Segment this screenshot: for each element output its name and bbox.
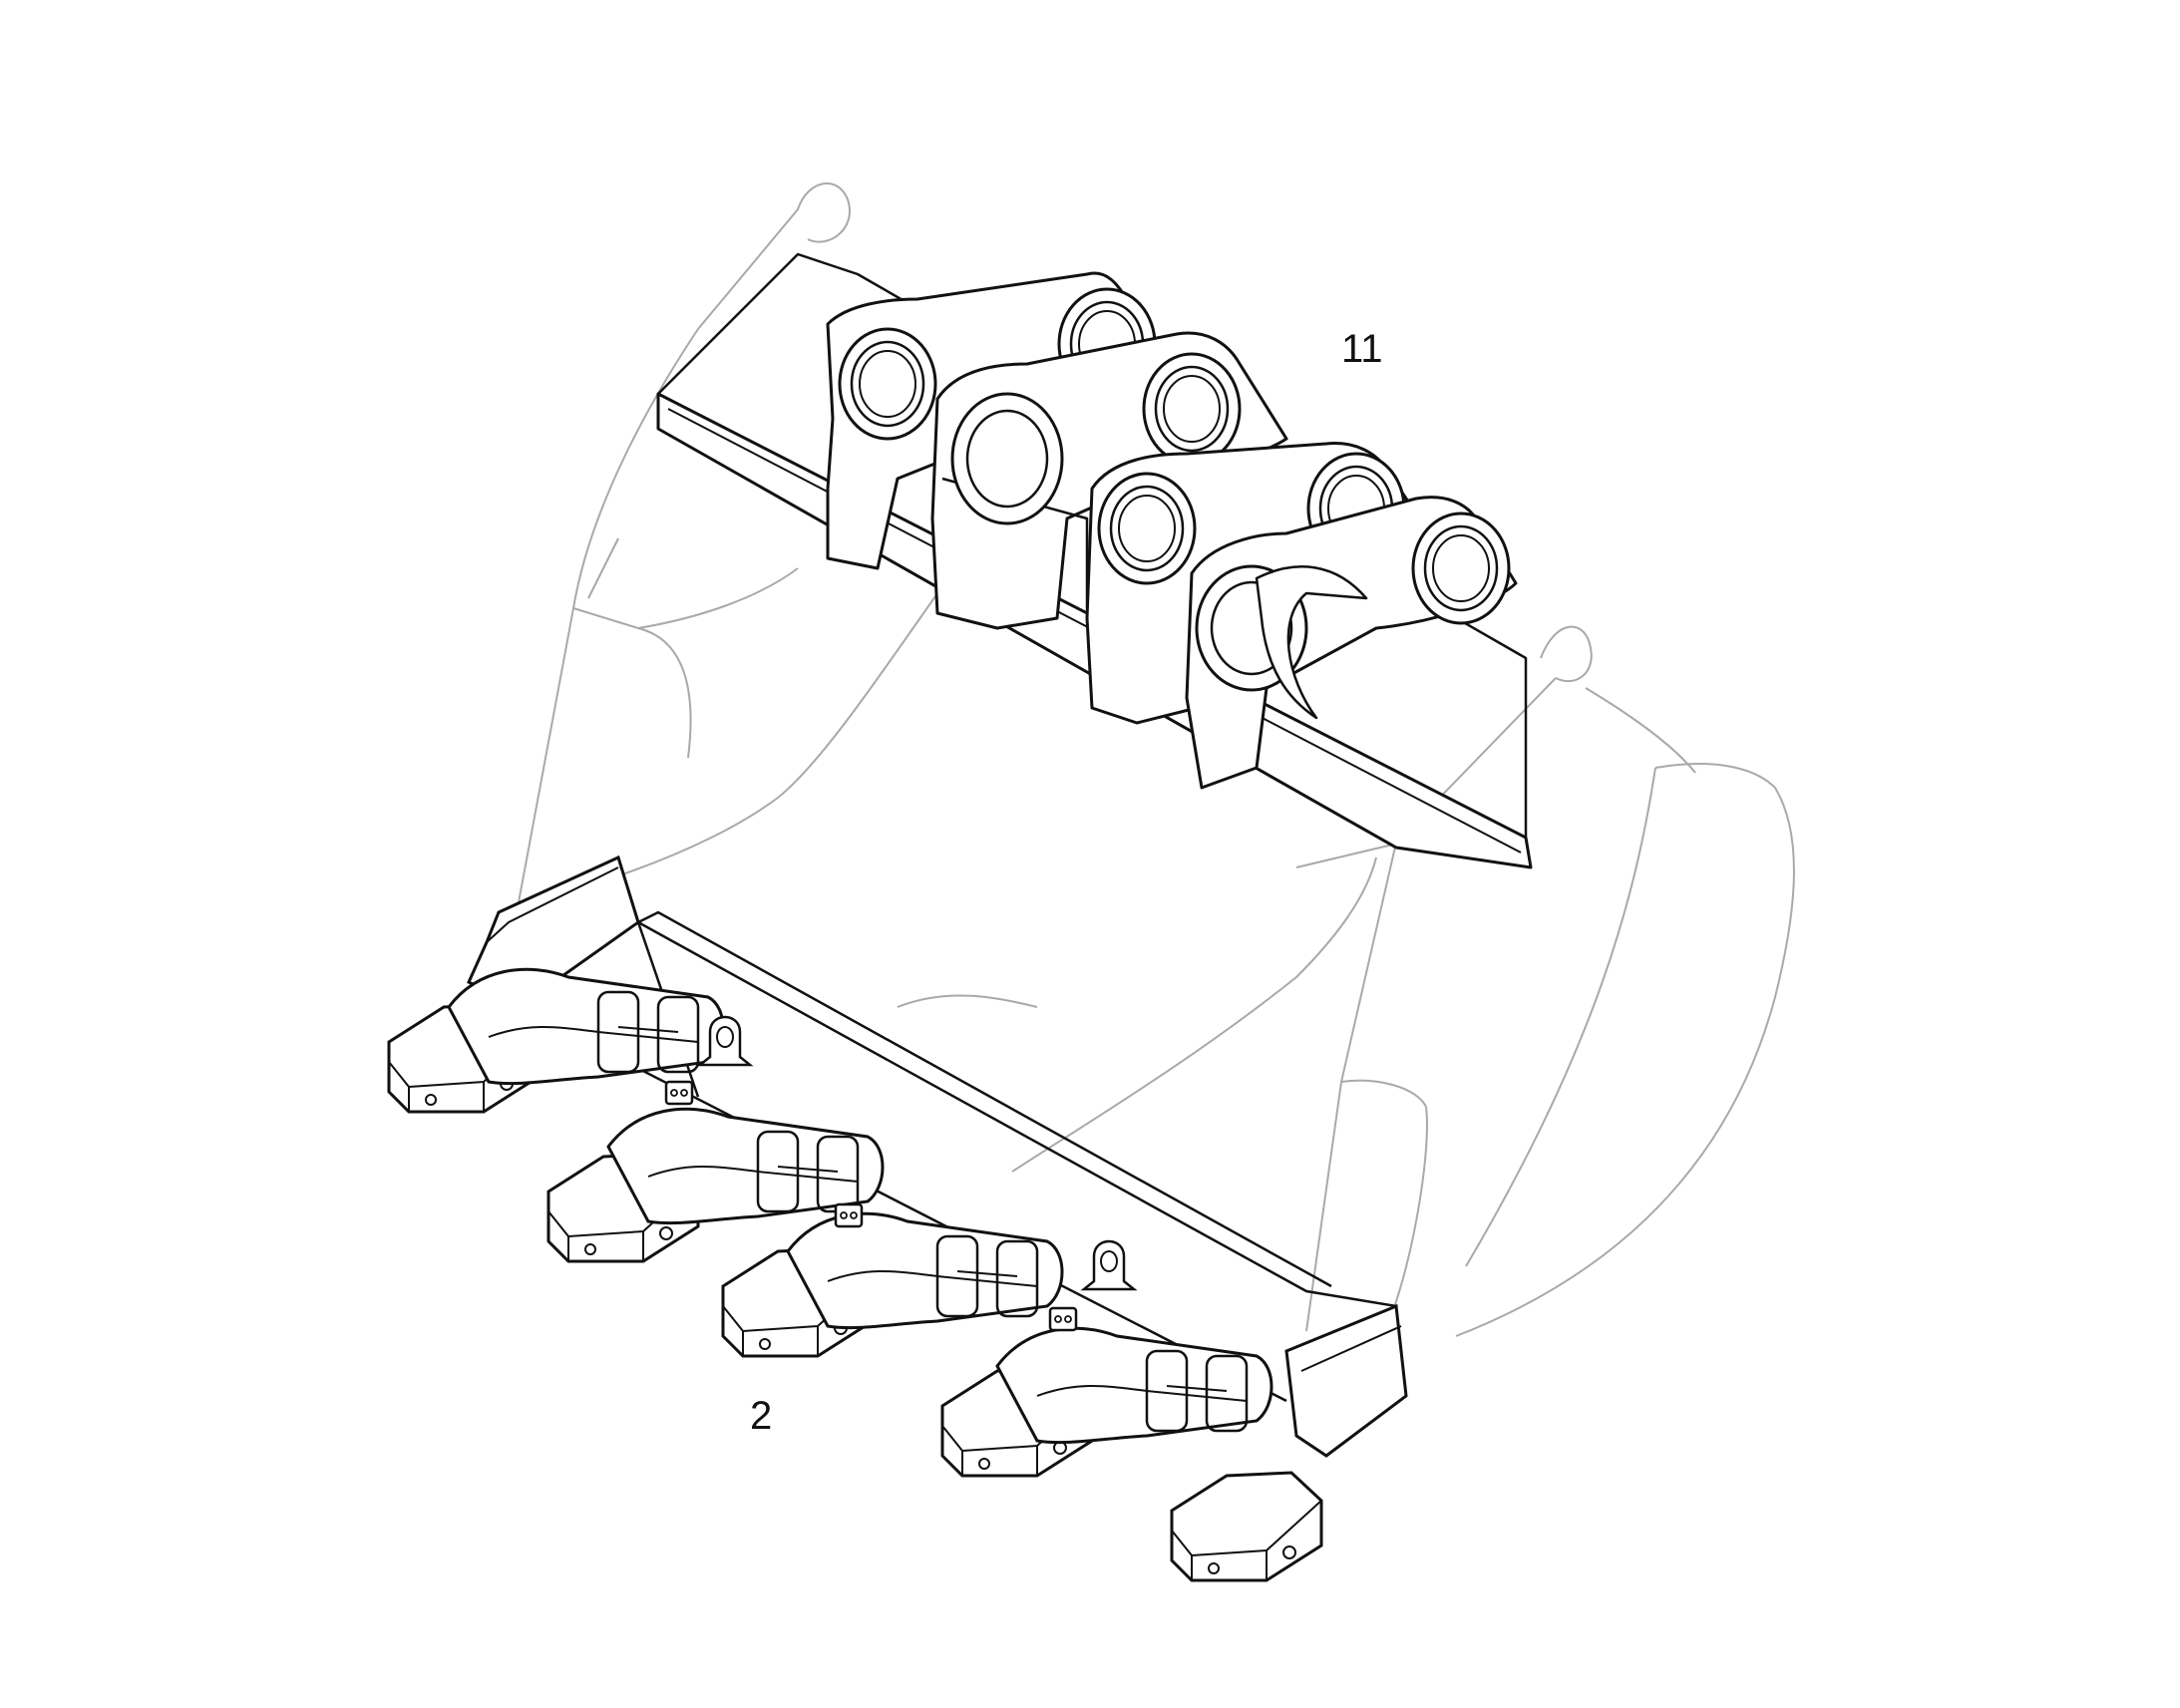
tooth-5 — [1170, 1471, 1323, 1582]
bore-c1 — [1097, 472, 1197, 585]
adapter-1 — [447, 967, 725, 1086]
lock-3 — [1048, 1306, 1078, 1332]
adapter-4 — [995, 1326, 1273, 1445]
lock-1 — [664, 1080, 694, 1106]
adapter-3 — [786, 1211, 1064, 1330]
bore-b2 — [1142, 352, 1242, 466]
hinge-bracket-assembly — [656, 252, 1533, 869]
callout-11-label: 11 — [1341, 327, 1383, 371]
lifting-lug-2 — [1082, 1239, 1136, 1291]
bore-a1 — [838, 327, 937, 441]
bore-d2 — [1411, 512, 1511, 625]
callout-2-label: 2 — [750, 1394, 773, 1438]
lock-2 — [834, 1202, 864, 1228]
right-corner-shroud — [1284, 1303, 1408, 1458]
